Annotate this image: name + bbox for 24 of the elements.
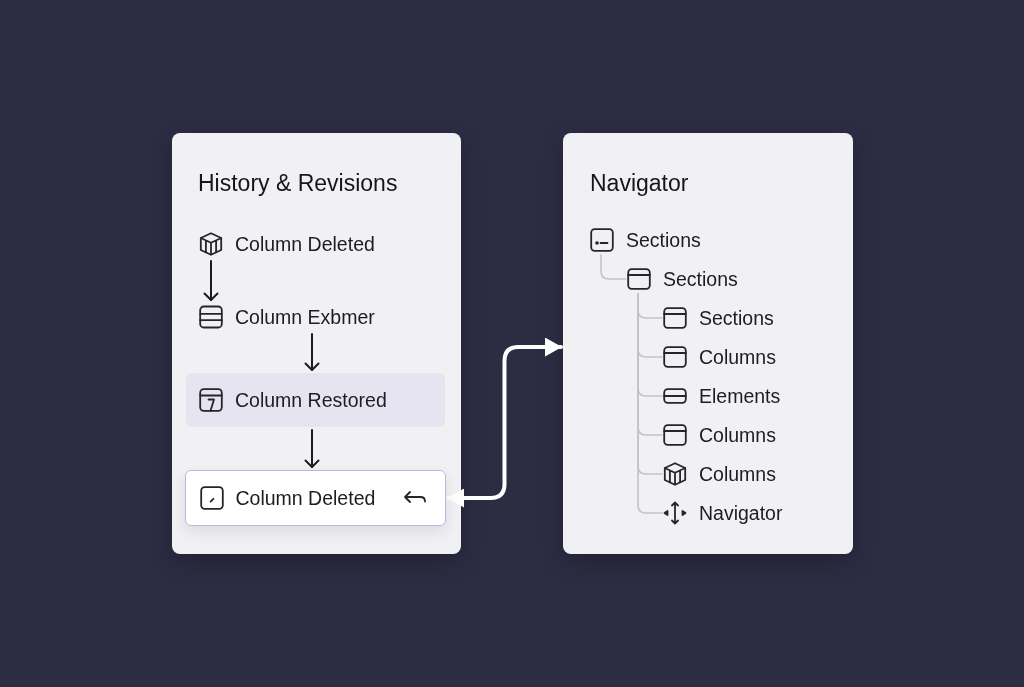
item-label: Sections bbox=[626, 228, 701, 252]
item-label: Column Deleted bbox=[235, 486, 376, 510]
item-label: Elements bbox=[699, 384, 781, 408]
panel-title: Navigator bbox=[590, 169, 689, 197]
double-arrow bbox=[446, 337, 563, 508]
item-label: Column Restored bbox=[235, 388, 387, 412]
item-label: Columns bbox=[699, 345, 776, 369]
item-label: Columns bbox=[699, 462, 776, 486]
tree-line bbox=[600, 254, 627, 280]
navigator-panel bbox=[563, 133, 853, 554]
item-label: Column Deleted bbox=[235, 232, 375, 256]
tree-line bbox=[637, 293, 663, 514]
item-label: Sections bbox=[699, 306, 774, 330]
item-label: Columns bbox=[699, 423, 776, 447]
flow-arrow bbox=[304, 333, 320, 371]
history-panel bbox=[172, 133, 461, 554]
flow-arrow bbox=[203, 260, 219, 301]
highlighted-history-entry bbox=[186, 373, 445, 427]
selected-history-entry bbox=[185, 470, 446, 526]
item-label: Sections bbox=[663, 267, 738, 291]
item-label: Navigator bbox=[699, 501, 783, 525]
panel-title: History & Revisions bbox=[198, 169, 398, 197]
item-label: Column Exbmer bbox=[235, 305, 375, 329]
flow-arrow bbox=[304, 429, 320, 468]
